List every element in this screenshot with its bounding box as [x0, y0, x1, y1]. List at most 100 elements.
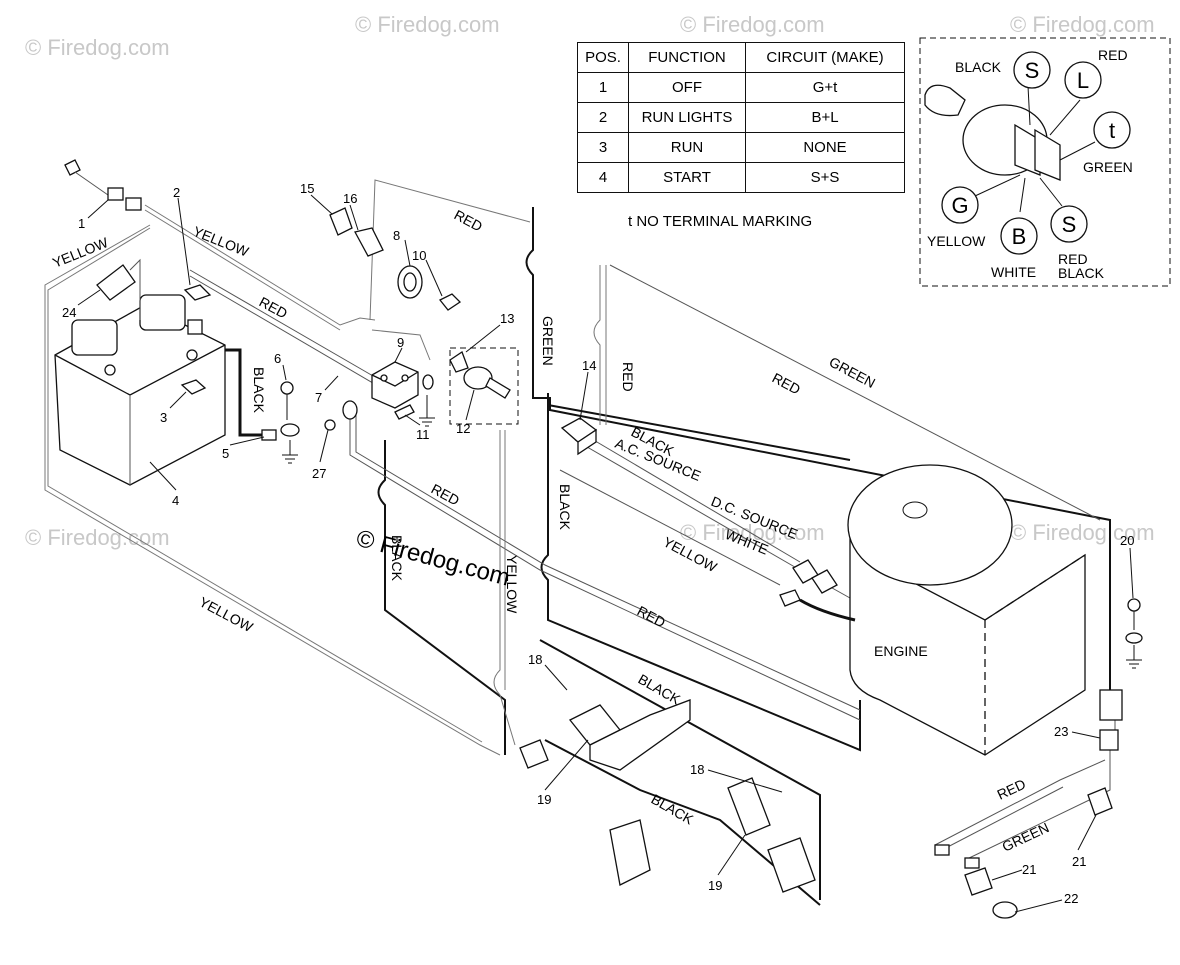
table-cell: 2 [577, 102, 629, 133]
terminal-label: L [1077, 68, 1089, 93]
table-cell: RUN LIGHTS [628, 102, 746, 133]
switch-wire-label: GREEN [1083, 159, 1133, 175]
table-header: POS. [577, 42, 629, 73]
seat-switch [519, 699, 691, 771]
switch-bracket-16 [354, 227, 384, 257]
bezel-8 [397, 265, 423, 299]
battery [54, 294, 226, 486]
part-number: 24 [62, 305, 76, 320]
wire-label: GREEN [540, 316, 556, 366]
wire-red-top [369, 179, 531, 321]
wire-red-center [349, 410, 861, 721]
part-number: 19 [708, 878, 722, 893]
table-cell: 3 [577, 132, 629, 163]
connector-1 [64, 159, 142, 211]
terminal-g [941, 186, 979, 224]
watermark: © Firedog.com [355, 12, 500, 37]
wire-label: RED [257, 294, 291, 322]
table-cell: 4 [577, 162, 629, 193]
switch-wire-label: RED [1098, 47, 1128, 63]
wire-label: BLACK [251, 367, 267, 414]
wire-label: RED [429, 481, 463, 509]
part-number: 1 [78, 216, 85, 231]
table-header: CIRCUIT (MAKE) [745, 42, 905, 73]
ignition-switch-group [449, 347, 519, 425]
wire-green-bottom [964, 745, 1111, 861]
part-number: 18 [690, 762, 704, 777]
switch-detail: S L t G B S BLACK RED GREEN YELLOW WHITE… [919, 37, 1171, 287]
bolt-11 [394, 404, 415, 420]
part-number: 9 [397, 335, 404, 350]
wire-label: BLACK [649, 791, 697, 828]
table-cell: S+S [745, 162, 905, 193]
terminal-s-top [1013, 51, 1051, 89]
ground-symbol [419, 374, 435, 427]
watermarks: © Firedog.com © Firedog.com © Firedog.co… [25, 12, 1155, 550]
terminal-l [1064, 61, 1102, 99]
part-number: 14 [582, 358, 596, 373]
part-number: 16 [343, 191, 357, 206]
table-header: FUNCTION [628, 42, 746, 73]
wire-red-bottom [934, 759, 1106, 846]
switch-wire-label: RED [1058, 251, 1088, 267]
battery-cable-black [220, 348, 270, 437]
wire-yellow-vertical [493, 430, 516, 746]
bolt-20 [1125, 598, 1143, 669]
wire-harness-right [525, 207, 1111, 690]
table-cell: 1 [577, 72, 629, 103]
nut-10 [438, 293, 462, 311]
terminal-label: t [1109, 118, 1115, 143]
wire-yellow-top [144, 204, 376, 326]
engine: ENGINE [847, 464, 1086, 756]
part-number: 15 [300, 181, 314, 196]
wire-label: RED [635, 603, 669, 631]
wire-label: YELLOW [504, 555, 520, 614]
table-cell: START [628, 162, 746, 193]
terminal-label: G [951, 193, 968, 218]
part-number: 18 [528, 652, 542, 667]
wing-nut-3 [180, 379, 207, 395]
leaders [77, 194, 1134, 913]
wire-red-battery [189, 269, 381, 381]
wire-label: YELLOW [197, 594, 257, 636]
engine-connectors [779, 559, 856, 622]
solenoid [371, 361, 419, 409]
lamp-sockets [934, 787, 1113, 919]
part-number: 22 [1064, 891, 1078, 906]
table-cell: RUN [628, 132, 746, 163]
table-cell: NONE [745, 132, 905, 163]
part-number: 7 [315, 390, 322, 405]
part-number: 21 [1022, 862, 1036, 877]
part-numbers: 1 2 3 4 5 6 7 8 9 10 11 12 13 14 15 16 1… [62, 181, 1134, 906]
wire-green-top [609, 264, 1101, 521]
terminal-note: t NO TERMINAL MARKING [628, 213, 813, 230]
table-row: 1 OFF G+t [577, 72, 905, 103]
part-number: 2 [173, 185, 180, 200]
part-number: 21 [1072, 854, 1086, 869]
watermark: © Firedog.com [25, 35, 170, 60]
table-cell: OFF [628, 72, 746, 103]
table-row: 4 START S+S [577, 162, 905, 193]
watermark: © Firedog.com [1010, 520, 1155, 545]
wire-label: BLACK [389, 535, 405, 582]
table-cell: G+t [745, 72, 905, 103]
center-watermark: © Firedog.com [353, 525, 512, 592]
wire-label: RED [770, 370, 804, 398]
watermark: © Firedog.com [1010, 12, 1155, 37]
switch-wire-label: WHITE [991, 264, 1036, 280]
brake-switch [609, 777, 816, 893]
watermark: © Firedog.com [25, 525, 170, 550]
wire-label: RED [620, 362, 636, 392]
terminal-t [1093, 111, 1131, 149]
wire-label: RED [452, 207, 486, 235]
cable-terminal-5 [261, 429, 277, 441]
wire-label: BLACK [636, 671, 684, 708]
wire-label: BLACK [557, 484, 573, 531]
part-number: 10 [412, 248, 426, 263]
terminal-label: S [1025, 58, 1040, 83]
table-row: 3 RUN NONE [577, 132, 905, 163]
part-number: 5 [222, 446, 229, 461]
engine-label: ENGINE [874, 643, 928, 659]
wire-label: YELLOW [191, 223, 252, 260]
part-number: 13 [500, 311, 514, 326]
